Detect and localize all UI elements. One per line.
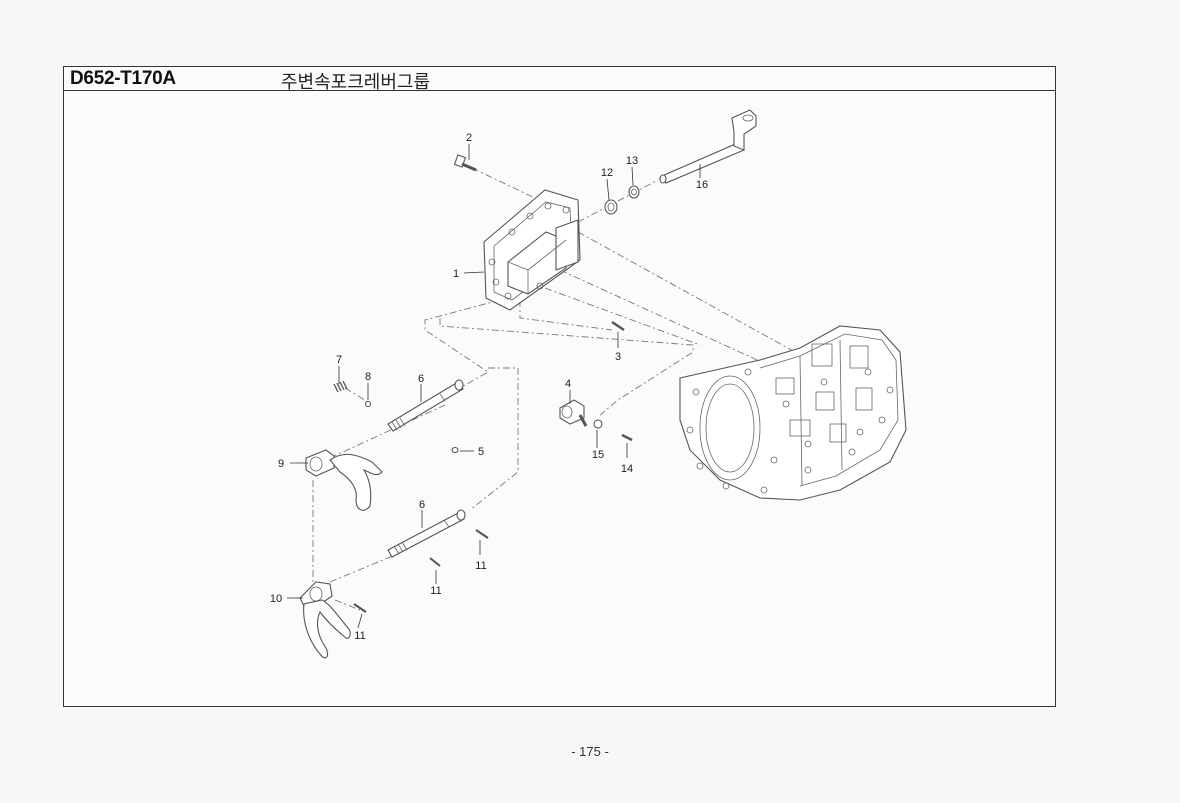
callout-5: 5 (478, 446, 484, 458)
callout-labels: 1 2 3 4 5 6 6 7 8 9 10 11 11 11 12 13 14… (270, 132, 708, 642)
shift-rail-lower (387, 509, 466, 558)
shift-rail-upper (387, 379, 464, 432)
callout-13: 13 (626, 155, 638, 167)
group-title: 주변속포크레버그룹 (281, 72, 431, 93)
cover-plate (483, 189, 581, 311)
callout-12: 12 (601, 167, 613, 179)
spring-pin (429, 557, 441, 567)
spring-pin (475, 529, 489, 539)
model-code: D652-T170A (70, 68, 176, 89)
callout-1: 1 (453, 268, 459, 280)
pin (611, 320, 625, 332)
shift-fork-upper (305, 449, 383, 511)
bolt (453, 154, 477, 172)
callout-7: 7 (336, 354, 342, 366)
o-ring (628, 185, 640, 199)
callout-11-right: 11 (475, 560, 486, 572)
shift-lever (559, 399, 588, 427)
oil-seal (604, 199, 618, 215)
screw (621, 433, 633, 442)
detent-ball (364, 400, 372, 408)
callout-9: 9 (278, 458, 284, 470)
title-bar: D652-T170A 주변속포크레버그룹 (64, 67, 1055, 93)
shift-fork-lower (299, 581, 351, 659)
shift-lever-shaft (659, 109, 757, 184)
callout-15: 15 (592, 449, 604, 461)
ball (451, 446, 459, 454)
callout-8: 8 (365, 371, 371, 383)
callout-11-left: 11 (354, 630, 365, 642)
leader-lines (287, 144, 701, 629)
washer (593, 419, 603, 429)
callout-10: 10 (270, 593, 282, 605)
transmission-case (679, 325, 907, 501)
callout-6-upper: 6 (418, 373, 424, 385)
callout-6-lower: 6 (419, 499, 425, 511)
callout-3: 3 (615, 351, 621, 363)
spring-pin (353, 603, 367, 613)
callout-11-middle: 11 (430, 585, 441, 597)
page-number: - 175 - (571, 744, 609, 759)
callout-2: 2 (466, 132, 472, 144)
callout-16: 16 (696, 179, 708, 191)
callout-4: 4 (565, 378, 571, 390)
callout-14: 14 (621, 463, 633, 475)
spring (333, 380, 348, 393)
